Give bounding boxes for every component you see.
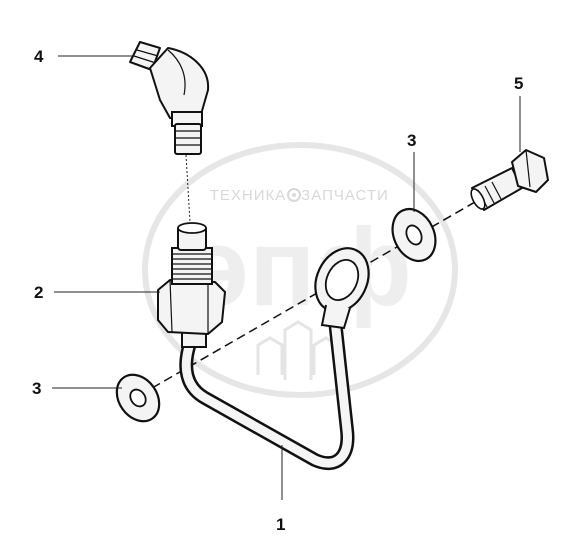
elbow-fitting-part-4 [129, 41, 210, 155]
thread-section [171, 247, 213, 285]
banjo-eye-inner [324, 259, 360, 301]
leader-lines [52, 55, 521, 500]
watermark-ring [142, 142, 458, 398]
banjo-bolt-part-5 [470, 149, 549, 211]
pipe-body-inner [181, 315, 352, 468]
nut-fitting-part-2 [157, 222, 226, 348]
callout-3-upper: 3 [407, 131, 416, 150]
callout-labels: 4 2 3 3 5 1 [32, 47, 523, 534]
elbow-body [149, 47, 210, 119]
callout-3-lower: 3 [32, 379, 41, 398]
watermark-gear-icon [287, 188, 301, 202]
watermark-building-icon [256, 320, 340, 380]
washer-part-3-upper [391, 208, 437, 262]
assembly-axis-line [185, 154, 191, 223]
callout-2: 2 [34, 283, 43, 302]
callout-1: 1 [276, 515, 285, 534]
pipe-part-1 [179, 247, 370, 471]
watermark-right-word: ЗАПЧАСТИ [301, 187, 389, 204]
watermark: эпф ТЕХНИКА ЗАПЧАСТИ [142, 142, 458, 398]
banjo-neck [320, 304, 351, 330]
watermark-left-word: ТЕХНИКА [210, 187, 287, 204]
callout-5: 5 [514, 74, 523, 93]
callout-4: 4 [34, 47, 44, 66]
watermark-logo-text: эпф [188, 206, 411, 329]
washer-part-3-lower [115, 373, 161, 423]
hex-nut [157, 279, 226, 335]
